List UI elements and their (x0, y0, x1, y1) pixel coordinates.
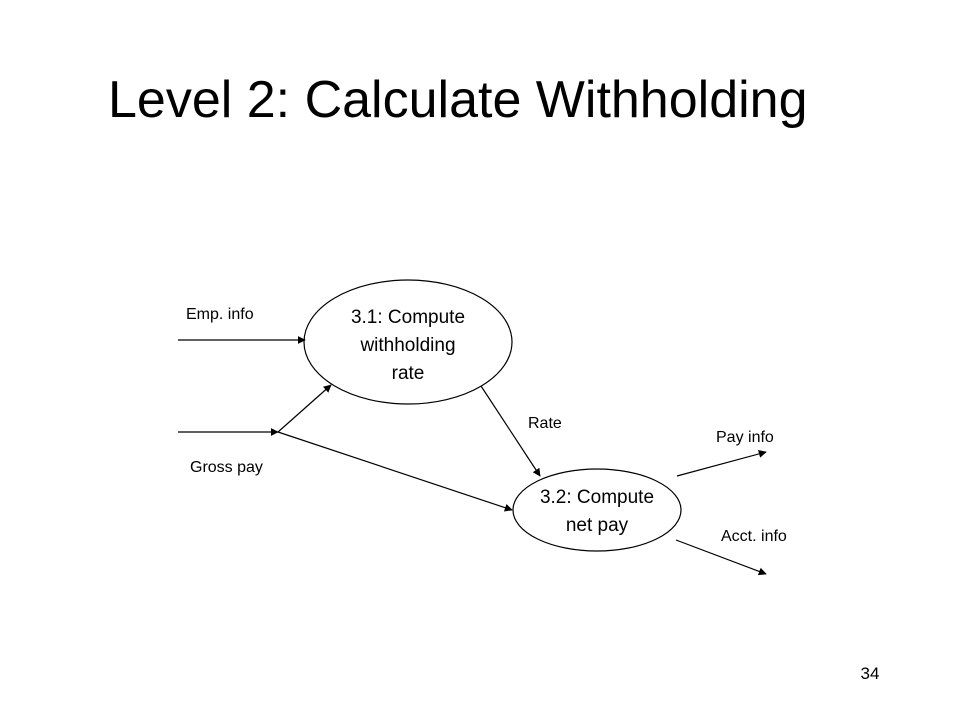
process-label-line: 3.1: Compute (351, 307, 465, 328)
flow-arrow (676, 450, 767, 477)
process-compute-net-pay: 3.2: Compute net pay (512, 468, 682, 552)
flow-arrow (277, 431, 513, 512)
flow-pay-info: Pay info (676, 429, 774, 477)
flow-gross-pay: Gross pay (178, 384, 513, 512)
flow-acct-info: Acct. info (675, 528, 787, 576)
slide-title: Level 2: Calculate Withholding (108, 71, 808, 129)
process-bubble (512, 468, 682, 552)
flow-label: Gross pay (190, 459, 263, 476)
flow-arrow (277, 384, 332, 433)
page-number: 34 (860, 664, 880, 683)
flow-rate: Rate (480, 385, 562, 477)
flow-label: Acct. info (721, 528, 787, 545)
flow-label: Pay info (716, 429, 774, 446)
flow-label: Rate (528, 415, 562, 432)
flow-emp-info: Emp. info (178, 306, 306, 344)
process-label-line: withholding (359, 335, 455, 356)
process-label-line: net pay (566, 515, 629, 536)
flow-arrow (675, 539, 767, 576)
process-label-line: rate (392, 363, 425, 384)
flow-label: Emp. info (186, 306, 254, 323)
process-compute-withholding-rate: 3.1: Compute withholding rate (303, 279, 513, 405)
process-label-line: 3.2: Compute (540, 487, 654, 508)
flow-arrow (480, 385, 541, 477)
